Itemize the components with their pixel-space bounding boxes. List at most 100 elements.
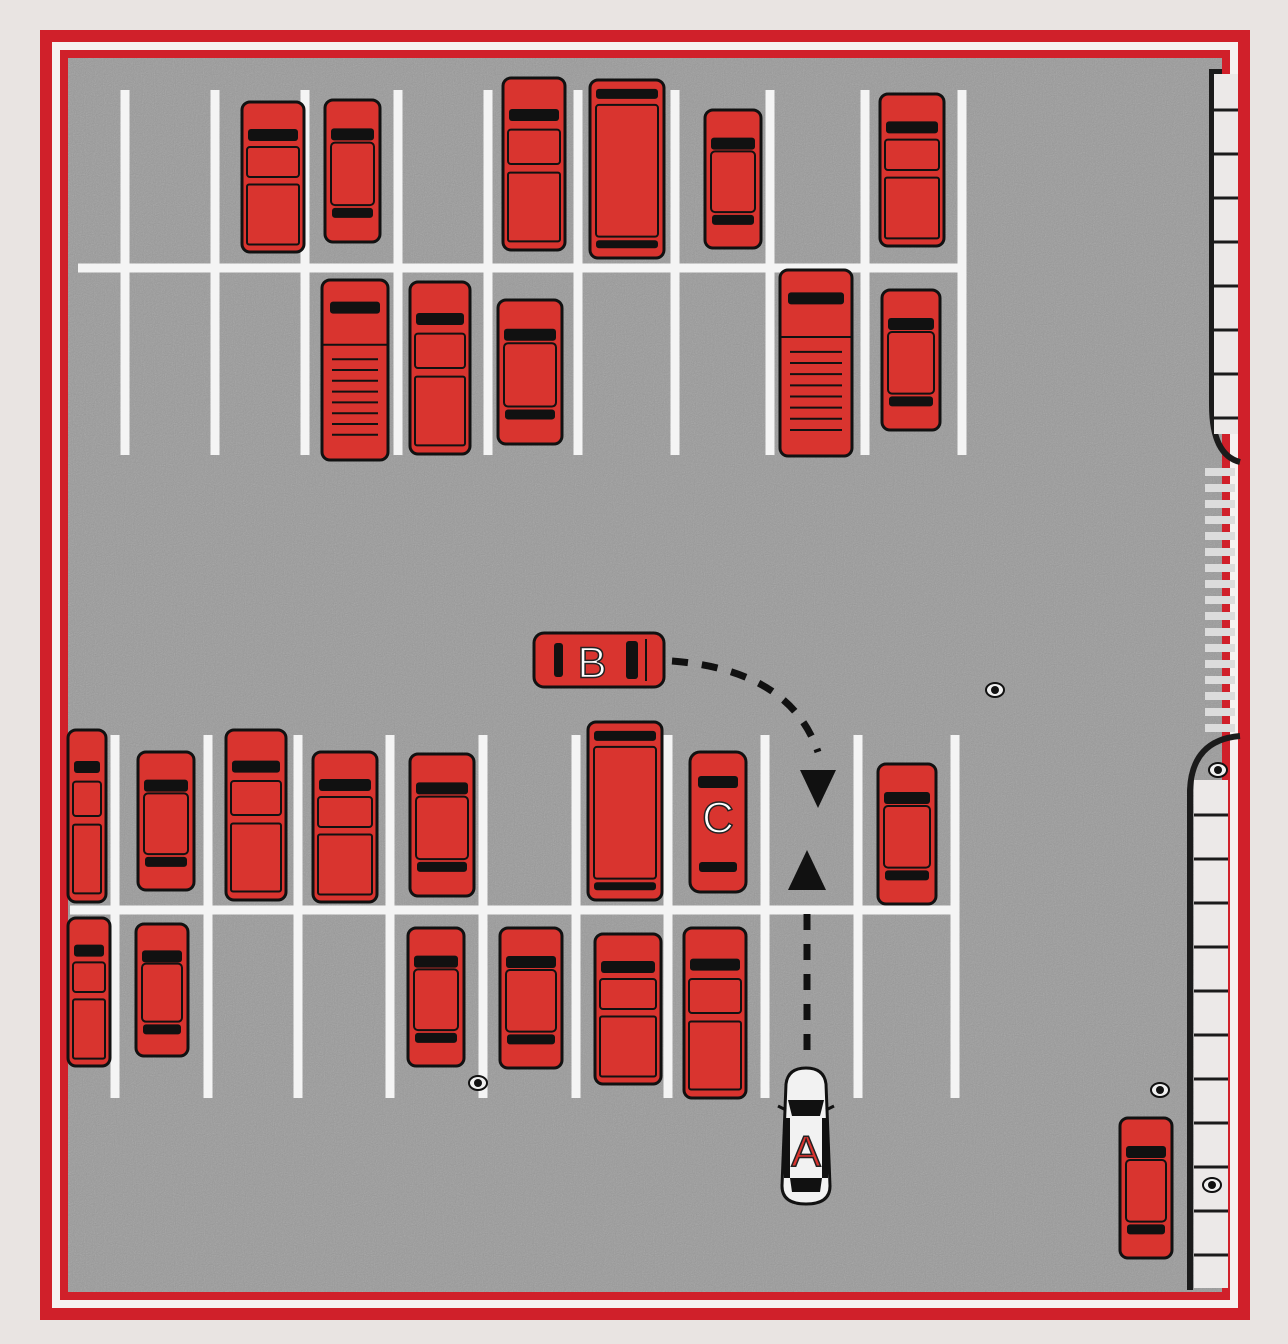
- parked-car-rear-window: [143, 1024, 181, 1034]
- parked-pickup: [503, 78, 565, 250]
- parked-sedan: [410, 754, 474, 896]
- parked-car-windshield: [504, 329, 556, 341]
- car-a: A: [778, 1068, 834, 1204]
- parked-car-windshield: [331, 128, 374, 140]
- pedestrian-figure: [1151, 1083, 1169, 1097]
- crosswalk-stripe: [1205, 468, 1235, 476]
- parked-car-rear-window: [1127, 1224, 1165, 1234]
- crosswalk-stripe: [1205, 532, 1235, 540]
- parked-car-rear-window: [415, 1033, 457, 1043]
- parked-box-truck: [780, 270, 852, 456]
- parked-sedan: [1120, 1118, 1172, 1258]
- parked-pickup: [410, 282, 470, 454]
- car-b-windshield: [626, 641, 638, 679]
- parked-car-windshield: [248, 129, 298, 141]
- parked-pickup: [68, 918, 110, 1066]
- parked-sedan: [325, 100, 380, 242]
- parked-pickup: [684, 928, 746, 1098]
- parked-car-windshield: [319, 779, 371, 791]
- parked-pickup: [595, 934, 661, 1084]
- parked-car-body: [590, 80, 664, 258]
- car-a-rear-window: [790, 1178, 822, 1192]
- parked-car-body: [138, 752, 194, 890]
- car-a-label: A: [791, 1128, 821, 1177]
- parked-car-rear-window: [594, 882, 656, 890]
- car-c-label: C: [702, 794, 734, 843]
- pedestrian-figure: [469, 1076, 487, 1090]
- crosswalk-stripe: [1205, 580, 1235, 588]
- parked-car-body: [882, 290, 940, 430]
- parked-sedan: [705, 110, 761, 248]
- parked-car-windshield: [74, 945, 104, 957]
- pedestrian-head: [1156, 1086, 1164, 1094]
- parked-pickup: [880, 94, 944, 246]
- parked-car-windshield: [886, 121, 938, 133]
- parked-car-windshield: [884, 792, 930, 804]
- parked-car-windshield: [596, 89, 658, 99]
- pedestrian-head: [991, 686, 999, 694]
- parked-van: [590, 80, 664, 258]
- parked-sedan: [882, 290, 940, 430]
- parked-car-windshield: [690, 959, 740, 971]
- parked-car-body: [325, 100, 380, 242]
- parked-car-rear-window: [505, 409, 555, 419]
- parked-pickup: [313, 752, 377, 902]
- parked-car-windshield: [788, 292, 844, 304]
- parked-car-rear-window: [596, 240, 658, 248]
- car-b: B: [534, 633, 664, 688]
- sidewalk-upper: [1214, 74, 1238, 434]
- crosswalk-stripe: [1205, 676, 1235, 684]
- parked-car-body: [500, 928, 562, 1068]
- parked-car-windshield: [594, 731, 656, 741]
- parked-van: [588, 722, 662, 900]
- parked-car-windshield: [330, 302, 380, 314]
- parked-car-rear-window: [507, 1034, 555, 1044]
- parked-car-windshield: [416, 313, 464, 325]
- parked-car-windshield: [144, 780, 188, 792]
- parked-car-body: [410, 754, 474, 896]
- car-b-rear-window: [554, 643, 563, 677]
- car-a-right-windows: [822, 1118, 828, 1178]
- parked-pickup: [226, 730, 286, 900]
- crosswalk-stripe: [1205, 500, 1235, 508]
- parked-car-windshield: [414, 956, 458, 968]
- parked-box-truck: [322, 280, 388, 460]
- parked-car-body: [588, 722, 662, 900]
- parked-sedan: [498, 300, 562, 444]
- parked-car-rear-window: [889, 396, 933, 406]
- parked-sedan: [878, 764, 936, 904]
- parked-sedan: [136, 924, 188, 1056]
- pedestrian-figure: [1203, 1178, 1221, 1192]
- parked-car-windshield: [142, 950, 182, 962]
- car-c-rear-window: [699, 862, 737, 872]
- crosswalk-stripe: [1205, 484, 1235, 492]
- crosswalk-stripe: [1205, 612, 1235, 620]
- pedestrian-head: [474, 1079, 482, 1087]
- crosswalk-stripe: [1205, 644, 1235, 652]
- car-c: C: [690, 752, 746, 892]
- car-a-windshield: [788, 1100, 824, 1116]
- crosswalk-stripe: [1205, 516, 1235, 524]
- car-b-label: B: [577, 639, 606, 688]
- parked-car-body: [136, 924, 188, 1056]
- parked-car-windshield: [232, 761, 280, 773]
- parked-car-rear-window: [885, 870, 929, 880]
- car-a-left-windows: [784, 1118, 790, 1178]
- parked-car-windshield: [601, 961, 655, 973]
- parked-car-body: [705, 110, 761, 248]
- parked-car-windshield: [74, 761, 100, 773]
- crosswalk-stripe: [1205, 564, 1235, 572]
- crosswalk-stripe: [1205, 596, 1235, 604]
- crosswalk-stripe: [1205, 708, 1235, 716]
- car-c-windshield: [698, 776, 738, 788]
- parked-car-body: [408, 928, 464, 1066]
- crosswalk: [1205, 468, 1235, 732]
- pedestrian-figure: [986, 683, 1004, 697]
- crosswalk-stripe: [1205, 548, 1235, 556]
- parked-sedan: [408, 928, 464, 1066]
- parked-car-rear-window: [417, 862, 467, 872]
- pedestrian-head: [1208, 1181, 1216, 1189]
- parked-sedan: [138, 752, 194, 890]
- parked-car-rear-window: [332, 208, 373, 218]
- crosswalk-stripe: [1205, 628, 1235, 636]
